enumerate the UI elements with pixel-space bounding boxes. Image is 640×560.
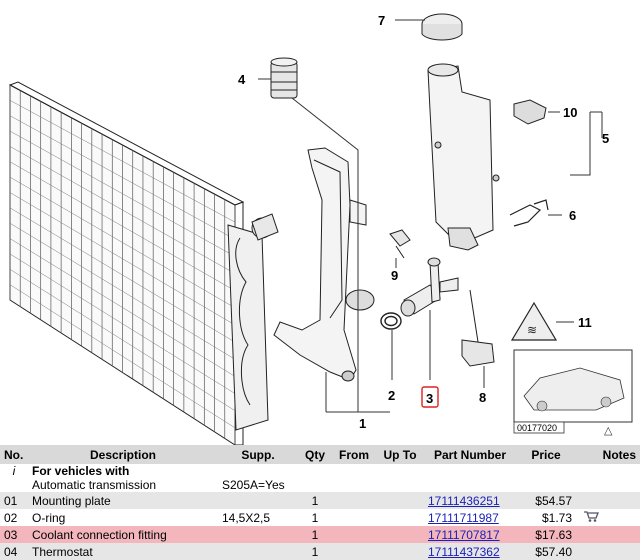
row-description: Mounting plate — [28, 492, 218, 509]
col-header-supp[interactable]: Supp. — [218, 445, 298, 464]
triangle-up-icon[interactable]: △ — [604, 425, 613, 437]
callout-7[interactable]: 7 — [378, 13, 385, 28]
parts-table: No. Description Supp. Qty From Up To Par… — [0, 445, 640, 560]
col-header-part-number[interactable]: Part Number — [424, 445, 516, 464]
callout-1[interactable]: 1 — [359, 416, 366, 431]
leader-lines — [258, 19, 603, 413]
row-description: Coolant connection fitting — [28, 526, 218, 543]
col-header-from[interactable]: From — [332, 445, 376, 464]
row-no: 01 — [0, 492, 28, 509]
row-qty: 1 — [298, 492, 332, 509]
mounting-plate-drawing — [273, 147, 375, 382]
level-sensor-drawing — [461, 289, 495, 367]
row-supp — [218, 526, 298, 543]
callout-9[interactable]: 9 — [391, 268, 398, 283]
row-price: $1.73 — [516, 509, 576, 526]
callout-2[interactable]: 2 — [388, 388, 395, 403]
row-qty: 1 — [298, 543, 332, 560]
row-supp: 14,5X2,5 — [218, 509, 298, 526]
table-row-selected[interactable]: 03 Coolant connection fitting 1 17111707… — [0, 526, 640, 543]
row-qty: 1 — [298, 509, 332, 526]
col-header-qty[interactable]: Qty — [298, 445, 332, 464]
radiator-drawing — [8, 81, 279, 445]
svg-text:≋: ≋ — [527, 323, 537, 337]
col-header-price[interactable]: Price — [516, 445, 576, 464]
info-line: Automatic transmission — [32, 478, 157, 492]
cart-icon[interactable] — [583, 510, 599, 525]
row-qty: 1 — [298, 526, 332, 543]
row-price-text: $1.73 — [541, 510, 572, 525]
part-number-link[interactable]: 17111436251 — [428, 493, 500, 508]
row-price: $17.63 — [516, 526, 576, 543]
callout-10[interactable]: 10 — [563, 105, 577, 120]
callout-3[interactable]: 3 — [426, 391, 433, 406]
callout-3-highlight — [421, 386, 439, 408]
col-header-description[interactable]: Description — [28, 445, 218, 464]
table-header-row: No. Description Supp. Qty From Up To Par… — [0, 445, 640, 464]
bracket-drawing — [513, 99, 547, 125]
info-title: For vehicles with — [32, 464, 130, 478]
row-no: 02 — [0, 509, 28, 526]
info-supp-text: S205A=Yes — [222, 478, 285, 492]
part-number-link[interactable]: 17111711987 — [428, 510, 499, 525]
row-no: 04 — [0, 543, 28, 560]
callout-6[interactable]: 6 — [569, 208, 576, 223]
col-header-upto[interactable]: Up To — [376, 445, 424, 464]
thermostat-drawing — [270, 57, 298, 99]
callout-5[interactable]: 5 — [602, 131, 609, 146]
info-supp: S205A=Yes — [218, 464, 298, 492]
car-thumbnail: 00177020 — [513, 349, 633, 434]
row-description: O-ring — [28, 509, 218, 526]
part-number-link[interactable]: 17111707817 — [428, 527, 500, 542]
row-supp — [218, 543, 298, 560]
info-icon: i — [0, 464, 28, 492]
row-price: $57.40 — [516, 543, 576, 560]
callout-8[interactable]: 8 — [479, 390, 486, 405]
parts-diagram: ≋ 00177020 △ 1 2 3 4 5 6 7 8 9 10 11 — [8, 13, 633, 445]
part-number-link[interactable]: 17111437362 — [428, 544, 500, 559]
diagram-ref-label: 00177020 — [517, 423, 557, 433]
cap-drawing — [421, 13, 463, 41]
row-price: $54.57 — [516, 492, 576, 509]
o-ring-drawing — [380, 312, 402, 330]
table-row[interactable]: 01 Mounting plate 1 17111436251 $54.57 — [0, 492, 640, 509]
table-row[interactable]: 02 O-ring 14,5X2,5 1 17111711987 $1.73 — [0, 509, 640, 526]
row-notes — [576, 509, 640, 526]
row-supp — [218, 492, 298, 509]
screw-drawing — [389, 229, 411, 259]
table-row[interactable]: 04 Thermostat 1 17111437362 $57.40 — [0, 543, 640, 560]
expansion-tank-drawing — [427, 63, 500, 251]
row-no: 03 — [0, 526, 28, 543]
row-description: Thermostat — [28, 543, 218, 560]
callout-11[interactable]: 11 — [578, 315, 592, 330]
col-header-no[interactable]: No. — [0, 445, 28, 464]
coolant-fitting-drawing — [400, 257, 459, 317]
callout-4[interactable]: 4 — [238, 72, 246, 87]
col-header-notes[interactable]: Notes — [576, 445, 640, 464]
info-row: i For vehicles with Automatic transmissi… — [0, 464, 640, 492]
warning-label-drawing: ≋ — [510, 301, 558, 341]
clip-drawing — [509, 199, 549, 227]
info-text: For vehicles with Automatic transmission — [28, 464, 218, 492]
